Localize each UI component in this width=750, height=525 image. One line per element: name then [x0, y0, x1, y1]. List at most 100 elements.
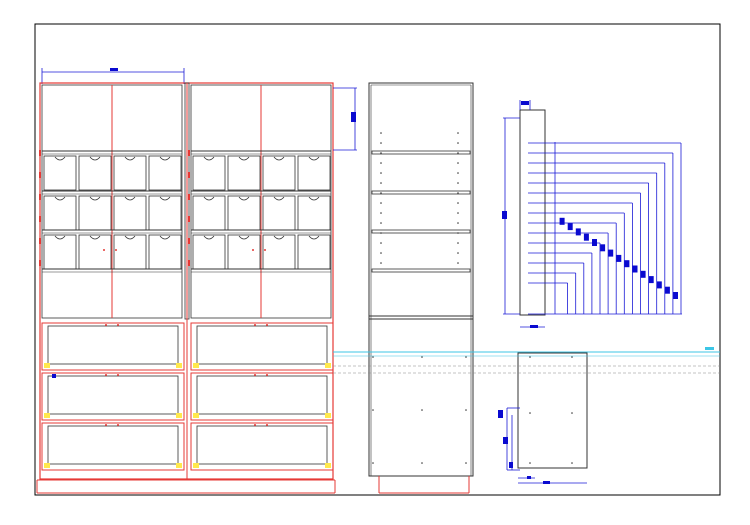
- cubby-handle-cutout: [238, 196, 250, 201]
- cubby-handle-cutout: [89, 235, 101, 240]
- drawer-side-screw: [529, 462, 531, 464]
- step-tag-1: [664, 286, 670, 294]
- cubby-handle-cutout: [54, 156, 66, 161]
- cubby-handle-cutout: [159, 235, 171, 240]
- peg-hole-left: [380, 162, 382, 164]
- drawer-inner-tag: [503, 437, 508, 444]
- cubby-handle-cutout: [273, 235, 285, 240]
- step-tag-7: [616, 254, 622, 262]
- cubby-handle-cutout: [203, 156, 215, 161]
- cubby-1-2-1: [227, 234, 261, 270]
- drawer-1-1-outline: [190, 372, 334, 421]
- cubby-1-1-2: [262, 195, 296, 231]
- drawer-handle-dot: [254, 424, 256, 426]
- drawer-offset-tag: [527, 476, 531, 479]
- peg-hole-left: [380, 242, 382, 244]
- peg-hole-right: [457, 212, 459, 214]
- drawer-marker: [52, 374, 56, 378]
- step-tag-13: [567, 223, 573, 231]
- peg-hole-left: [380, 152, 382, 154]
- drawer-runner-left: [44, 363, 50, 368]
- drawer-runner-right: [176, 363, 182, 368]
- step-tag-6: [624, 260, 630, 268]
- drawer-side-screw: [571, 356, 573, 358]
- peg-hole-left: [380, 252, 382, 254]
- peg-hole-right: [457, 262, 459, 264]
- drawer-0-0-front: [47, 325, 179, 365]
- peg-hole-left: [380, 192, 382, 194]
- peg-hole-right: [457, 182, 459, 184]
- cubby-handle-cutout: [273, 156, 285, 161]
- cubby-1-1-1: [227, 195, 261, 231]
- drawer-side-screw: [571, 462, 573, 464]
- peg-hole-left: [380, 232, 382, 234]
- drawer-screw: [372, 356, 374, 358]
- cubby-handle-cutout: [89, 196, 101, 201]
- cubby-handle-cutout: [54, 235, 66, 240]
- step-tag-0: [673, 292, 678, 299]
- cubby-0-1-1: [78, 195, 112, 231]
- drawer-0-2-front: [47, 425, 179, 465]
- peg-hole-right: [457, 242, 459, 244]
- drawer-handle-dot: [117, 424, 119, 426]
- drawer-runner-left: [193, 413, 199, 418]
- door-handle-dot: [252, 249, 254, 251]
- drawer-runner-right: [176, 413, 182, 418]
- drawer-runner-right: [325, 463, 331, 468]
- drawer-1-2-front: [196, 425, 328, 465]
- cubby-0-0-3: [148, 155, 182, 191]
- cubby-handle-cutout: [124, 235, 136, 240]
- step-tag-8: [608, 249, 614, 257]
- cubby-0-2-0: [43, 234, 77, 270]
- cubby-1-0-0: [192, 155, 226, 191]
- step-tag-14: [559, 217, 565, 225]
- drawer-runner-right: [176, 463, 182, 468]
- door-handle-dot: [264, 249, 266, 251]
- cubby-0-2-1: [78, 234, 112, 270]
- door-handle-dot: [103, 249, 105, 251]
- cubby-0-0-1: [78, 155, 112, 191]
- drawer-1-0-outline: [190, 322, 334, 371]
- drawer-screw: [421, 356, 423, 358]
- drawer-handle-dot: [117, 324, 119, 326]
- drawer-1-2-outline: [190, 422, 334, 471]
- peg-hole-right: [457, 202, 459, 204]
- cubby-handle-cutout: [54, 196, 66, 201]
- cubby-handle-cutout: [159, 196, 171, 201]
- peg-hole-right: [457, 132, 459, 134]
- cubby-handle-cutout: [159, 156, 171, 161]
- drawer-screw: [421, 462, 423, 464]
- stair-top-tag: [521, 101, 529, 105]
- peg-hole-left: [380, 262, 382, 264]
- cubby-handle-cutout: [308, 156, 320, 161]
- stair-stringer: [519, 109, 546, 316]
- drawer-side-screw: [571, 412, 573, 414]
- cubby-handle-cutout: [308, 196, 320, 201]
- step-tag-2: [656, 281, 662, 289]
- drawer-height-tag: [498, 410, 503, 418]
- drawer-0-1-front: [47, 375, 179, 415]
- drawer-screw: [372, 409, 374, 411]
- drawer-runner-right: [325, 363, 331, 368]
- drawer-handle-dot: [266, 424, 268, 426]
- drawer-screw: [465, 409, 467, 411]
- peg-hole-right: [457, 162, 459, 164]
- drawer-1-0-front: [196, 325, 328, 365]
- drawer-handle-dot: [266, 324, 268, 326]
- cubby-1-1-3: [297, 195, 331, 231]
- cubby-1-2-2: [262, 234, 296, 270]
- door-handle-dot: [115, 249, 117, 251]
- drawer-runner-left: [193, 363, 199, 368]
- cubby-0-1-3: [148, 195, 182, 231]
- drawer-0-0-outline: [41, 322, 185, 371]
- cubby-0-2-2: [113, 234, 147, 270]
- peg-hole-right: [457, 232, 459, 234]
- drawer-screw: [465, 462, 467, 464]
- step-tag-4: [640, 270, 646, 278]
- cubby-handle-cutout: [89, 156, 101, 161]
- drawer-depth-tag: [543, 481, 550, 484]
- stair-width-tag: [530, 325, 538, 328]
- cubby-handle-cutout: [238, 235, 250, 240]
- step-tag-10: [592, 239, 597, 246]
